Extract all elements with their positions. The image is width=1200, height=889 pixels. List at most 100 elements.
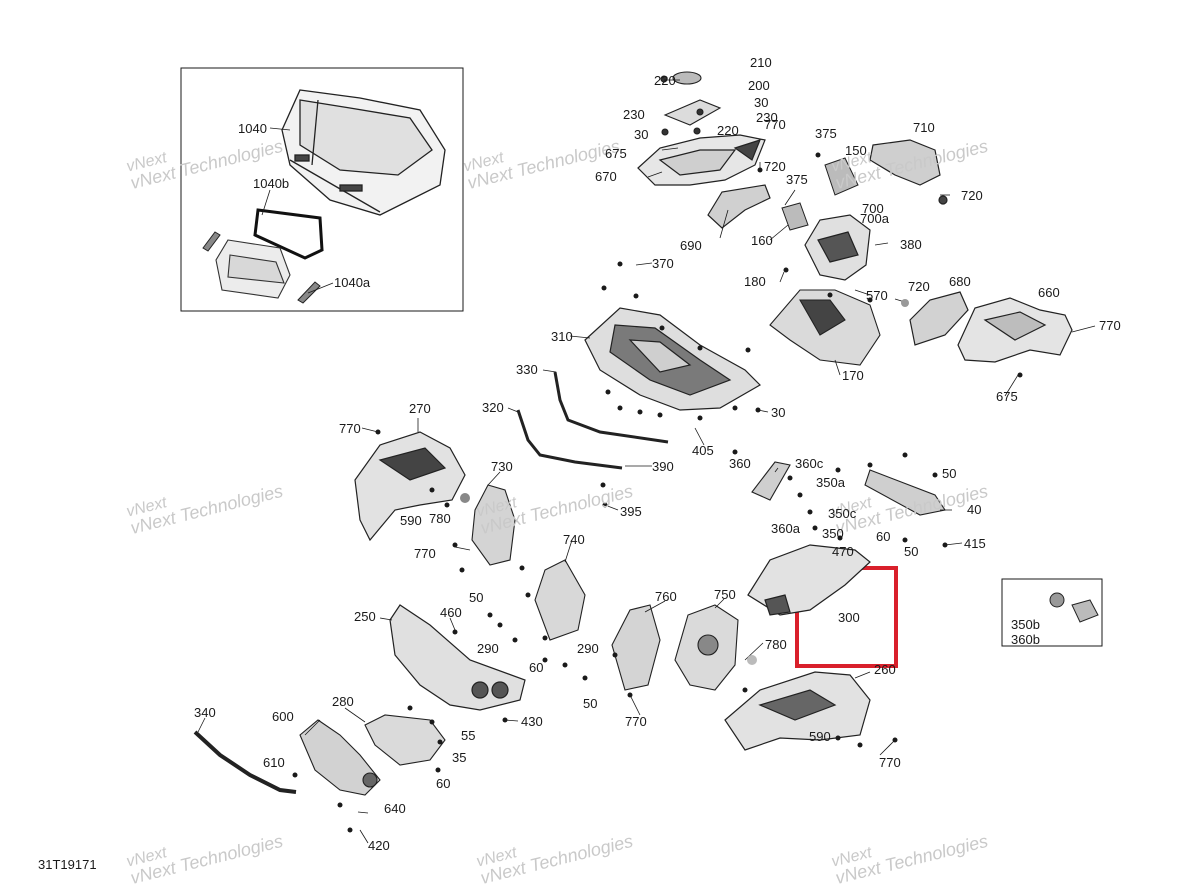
part-label-220[interactable]: 220 bbox=[654, 73, 676, 88]
part-670-front-panel[interactable] bbox=[637, 134, 766, 186]
part-label-1040a[interactable]: 1040a bbox=[334, 275, 371, 290]
part-label-430[interactable]: 430 bbox=[521, 714, 543, 729]
part-label-160[interactable]: 160 bbox=[751, 233, 773, 248]
part-label-700a[interactable]: 700a bbox=[860, 211, 889, 226]
part-350b-fastener[interactable] bbox=[1049, 592, 1099, 623]
part-310-rack[interactable] bbox=[584, 307, 761, 411]
part-label-330[interactable]: 330 bbox=[516, 362, 538, 377]
part-label-390[interactable]: 390 bbox=[652, 459, 674, 474]
part-150-bracket[interactable] bbox=[781, 157, 859, 231]
part-label-600[interactable]: 600 bbox=[272, 709, 294, 724]
part-750-panel[interactable] bbox=[674, 604, 739, 691]
part-label-260[interactable]: 260 bbox=[874, 662, 896, 677]
part-label-730[interactable]: 730 bbox=[491, 459, 513, 474]
part-label-350a[interactable]: 350a bbox=[816, 475, 845, 490]
part-label-170[interactable]: 170 bbox=[842, 368, 864, 383]
part-label-150[interactable]: 150 bbox=[845, 143, 867, 158]
part-680-cover[interactable] bbox=[909, 291, 969, 346]
part-340-bumper[interactable] bbox=[193, 730, 297, 794]
part-label-360b[interactable]: 360b bbox=[1011, 632, 1040, 647]
part-label-35[interactable]: 35 bbox=[452, 750, 467, 765]
part-label-640[interactable]: 640 bbox=[384, 801, 406, 816]
part-label-220[interactable]: 220 bbox=[717, 123, 739, 138]
part-label-420[interactable]: 420 bbox=[368, 838, 390, 853]
part-label-40[interactable]: 40 bbox=[967, 502, 982, 517]
part-1040-storage-bin[interactable] bbox=[281, 89, 446, 216]
part-label-750[interactable]: 750 bbox=[714, 587, 736, 602]
part-1040b-seal[interactable] bbox=[253, 208, 324, 260]
part-label-675[interactable]: 675 bbox=[996, 389, 1018, 404]
part-250-grille[interactable] bbox=[389, 604, 526, 711]
part-label-1040[interactable]: 1040 bbox=[238, 121, 267, 136]
part-label-770[interactable]: 770 bbox=[879, 755, 901, 770]
part-200-handle[interactable] bbox=[660, 71, 722, 136]
part-730-bracket[interactable] bbox=[471, 484, 516, 566]
part-660-fender[interactable] bbox=[957, 297, 1073, 363]
part-label-720[interactable]: 720 bbox=[908, 279, 930, 294]
part-label-300[interactable]: 300 bbox=[838, 610, 860, 625]
part-label-660[interactable]: 660 bbox=[1038, 285, 1060, 300]
part-label-30[interactable]: 30 bbox=[634, 127, 649, 142]
part-320-330-rods[interactable] bbox=[516, 371, 669, 470]
part-label-290[interactable]: 290 bbox=[477, 641, 499, 656]
part-740-panel[interactable] bbox=[534, 559, 586, 641]
part-label-770[interactable]: 770 bbox=[764, 117, 786, 132]
part-label-350[interactable]: 350 bbox=[822, 526, 844, 541]
part-label-30[interactable]: 30 bbox=[754, 95, 769, 110]
part-label-250[interactable]: 250 bbox=[354, 609, 376, 624]
part-label-780[interactable]: 780 bbox=[765, 637, 787, 652]
part-label-200[interactable]: 200 bbox=[748, 78, 770, 93]
part-label-50[interactable]: 50 bbox=[469, 590, 484, 605]
part-label-770[interactable]: 770 bbox=[625, 714, 647, 729]
part-label-310[interactable]: 310 bbox=[551, 329, 573, 344]
part-label-350c[interactable]: 350c bbox=[828, 506, 857, 521]
part-360-bracket[interactable] bbox=[751, 461, 946, 516]
part-label-290[interactable]: 290 bbox=[577, 641, 599, 656]
part-label-590[interactable]: 590 bbox=[809, 729, 831, 744]
part-label-740[interactable]: 740 bbox=[563, 532, 585, 547]
part-label-770[interactable]: 770 bbox=[339, 421, 361, 436]
part-label-690[interactable]: 690 bbox=[680, 238, 702, 253]
part-260-lower-fender[interactable] bbox=[724, 671, 871, 751]
part-label-60[interactable]: 60 bbox=[436, 776, 451, 791]
part-label-50[interactable]: 50 bbox=[904, 544, 919, 559]
part-label-470[interactable]: 470 bbox=[832, 544, 854, 559]
part-label-50[interactable]: 50 bbox=[583, 696, 598, 711]
part-label-320[interactable]: 320 bbox=[482, 400, 504, 415]
part-label-780[interactable]: 780 bbox=[429, 511, 451, 526]
part-270-fender[interactable] bbox=[354, 431, 466, 542]
part-label-460[interactable]: 460 bbox=[440, 605, 462, 620]
part-label-375[interactable]: 375 bbox=[786, 172, 808, 187]
part-label-230[interactable]: 230 bbox=[756, 110, 778, 125]
part-label-590[interactable]: 590 bbox=[400, 513, 422, 528]
part-label-180[interactable]: 180 bbox=[744, 274, 766, 289]
part-label-680[interactable]: 680 bbox=[949, 274, 971, 289]
part-label-370[interactable]: 370 bbox=[652, 256, 674, 271]
part-760-panel[interactable] bbox=[611, 604, 661, 691]
part-label-675[interactable]: 675 bbox=[605, 146, 627, 161]
part-label-60[interactable]: 60 bbox=[876, 529, 891, 544]
part-170-frame[interactable] bbox=[769, 289, 881, 366]
part-label-380[interactable]: 380 bbox=[900, 237, 922, 252]
part-label-610[interactable]: 610 bbox=[263, 755, 285, 770]
part-label-760[interactable]: 760 bbox=[655, 589, 677, 604]
part-600-bracket[interactable] bbox=[299, 719, 381, 796]
part-690-bracket[interactable] bbox=[707, 184, 771, 229]
part-label-340[interactable]: 340 bbox=[194, 705, 216, 720]
part-label-270[interactable]: 270 bbox=[409, 401, 431, 416]
part-label-210[interactable]: 210 bbox=[750, 55, 772, 70]
part-label-710[interactable]: 710 bbox=[913, 120, 935, 135]
part-label-30[interactable]: 30 bbox=[771, 405, 786, 420]
part-storage-tray[interactable] bbox=[215, 239, 291, 299]
part-label-375[interactable]: 375 bbox=[815, 126, 837, 141]
part-label-360a[interactable]: 360a bbox=[771, 521, 800, 536]
part-label-415[interactable]: 415 bbox=[964, 536, 986, 551]
part-label-700[interactable]: 700 bbox=[862, 201, 884, 216]
part-280-lamp[interactable] bbox=[364, 714, 446, 766]
part-label-670[interactable]: 670 bbox=[595, 169, 617, 184]
part-label-360[interactable]: 360 bbox=[729, 456, 751, 471]
part-710-cover[interactable] bbox=[869, 139, 948, 205]
part-label-395[interactable]: 395 bbox=[620, 504, 642, 519]
part-label-50[interactable]: 50 bbox=[942, 466, 957, 481]
part-700-housing[interactable] bbox=[804, 214, 871, 281]
